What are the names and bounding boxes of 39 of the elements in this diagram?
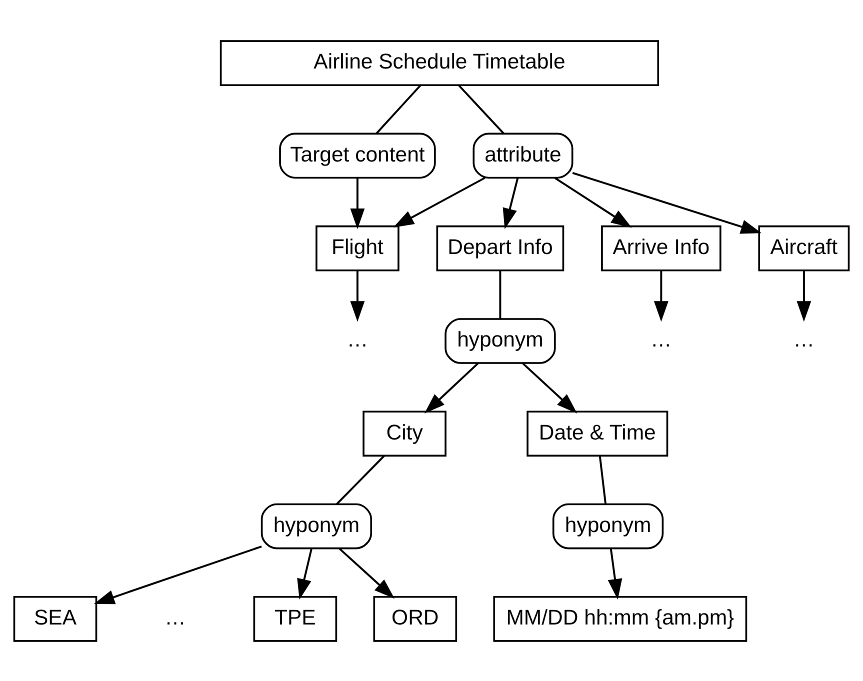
node-box: Flight (316, 224, 400, 271)
label: … (164, 605, 186, 630)
arrow (522, 362, 578, 413)
node-text: … (793, 327, 815, 352)
connector (499, 270, 502, 318)
arrow (297, 548, 312, 600)
node-box: ORD (373, 595, 458, 642)
node-box: hyponym (260, 502, 372, 549)
arrow (608, 548, 622, 600)
node-box: Airline Schedule Timetable (220, 40, 660, 86)
arrow (350, 270, 365, 322)
arrow (502, 177, 519, 229)
connector (598, 455, 607, 504)
node-box: City (362, 410, 446, 456)
node-box: SEA (13, 595, 98, 642)
node-box: Target content (279, 132, 436, 178)
node-box: MM/DD hh:mm {am.pm} (493, 595, 748, 642)
arrow (393, 176, 486, 227)
node-box: Aircraft (758, 224, 850, 271)
node-text: … (650, 327, 672, 352)
node-box: hyponym (444, 318, 556, 364)
arrow (350, 178, 365, 229)
node-box: Arrive Info (601, 224, 722, 271)
arrow (424, 362, 479, 413)
arrow (796, 270, 812, 322)
node-box: attribute (472, 132, 574, 178)
node-text: … (346, 327, 368, 352)
connector (458, 84, 504, 134)
connector (376, 84, 422, 134)
connector (336, 454, 385, 504)
node-box: Date & Time (526, 410, 668, 456)
arrow (554, 176, 632, 228)
arrow (338, 547, 395, 598)
arrow (94, 545, 262, 604)
node-box: hyponym (552, 502, 664, 549)
node-box: TPE (253, 595, 338, 642)
node-box: Depart Info (436, 224, 564, 271)
arrow (654, 270, 668, 322)
arrow (572, 172, 762, 234)
